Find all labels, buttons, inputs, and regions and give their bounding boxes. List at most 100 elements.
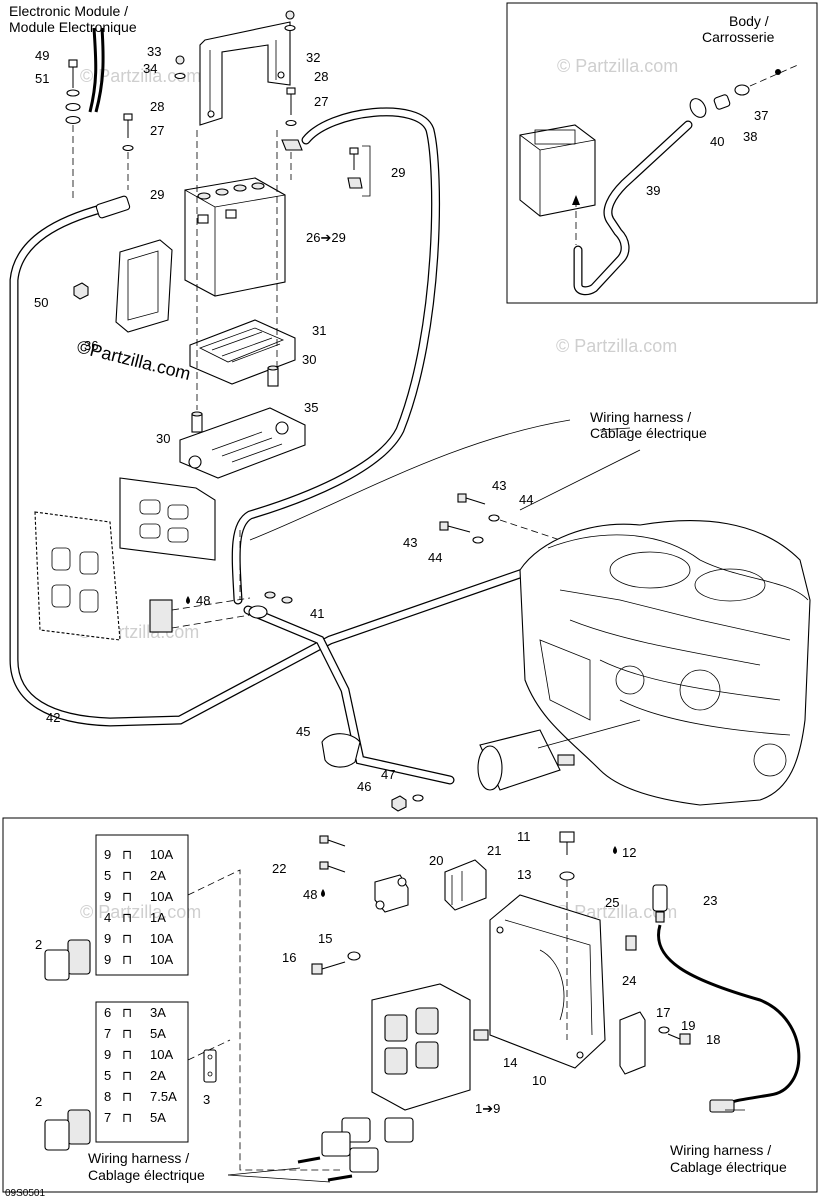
fuse-amperage: 7.5A: [150, 1089, 177, 1104]
fuse-number: 4: [104, 910, 111, 925]
callout: 28: [150, 99, 164, 114]
callout: 49: [35, 48, 49, 63]
callout: 42: [46, 710, 60, 725]
callout: 26➔29: [306, 230, 346, 245]
washer-47: [412, 794, 424, 802]
callout: 50: [34, 295, 48, 310]
callout: 23: [703, 893, 717, 908]
bolt-28-mid: [281, 87, 303, 151]
fuse-row: 6 ⊓ 3A: [104, 1005, 166, 1020]
label-wiring-harness-right: Wiring harness /: [670, 1142, 771, 1158]
ecm-bracket-10: [489, 894, 606, 1069]
callout: 13: [517, 867, 531, 882]
fuse-row: 7 ⊓ 5A: [104, 1026, 166, 1041]
callout: 36: [84, 338, 98, 353]
callout: 51: [35, 71, 49, 86]
drop-icon: [321, 889, 325, 897]
callout: 21: [487, 843, 501, 858]
fuse-list-bottom: 6 ⊓ 3A 7 ⊓ 5A 9 ⊓ 10A 5 ⊓ 2A 8 ⊓ 7.5A 7 …: [104, 1005, 177, 1125]
washer-19: [658, 1026, 670, 1034]
diagram-code: 09S0501: [5, 1188, 45, 1199]
callout: 30: [302, 352, 316, 367]
tag-14: [473, 1029, 489, 1041]
positive-cable-loop: [231, 107, 441, 605]
fuse-box-top: [95, 834, 189, 976]
nut-41: [281, 596, 293, 604]
dashed-guide: [187, 869, 340, 1171]
fuse-number: 9: [104, 952, 111, 967]
fuse-row: 5 ⊓ 2A: [104, 868, 166, 883]
callout: 31: [312, 323, 326, 338]
label-electronic-module: Electronic Module /: [9, 3, 128, 19]
callout: 2: [35, 937, 42, 952]
fuse-amperage: 2A: [150, 1068, 166, 1083]
callout: 10: [532, 1073, 546, 1088]
fuse-icon: ⊓: [122, 1026, 132, 1041]
fuse-amperage: 10A: [150, 889, 173, 904]
bolt-43-upper: [457, 493, 500, 522]
callout: 27: [150, 123, 164, 138]
callout: 48: [196, 593, 210, 608]
drop-icon: [186, 596, 190, 604]
fuse-holder-2-bottom: [44, 1109, 91, 1151]
ground-cable-42: [9, 195, 565, 727]
fuse-row: 9 ⊓ 10A: [104, 1047, 173, 1062]
harness-leader-top: [249, 419, 571, 541]
fuse-box-bottom: [95, 1001, 189, 1143]
sensor-23: [652, 884, 668, 923]
watermark: © Partzilla.com: [80, 66, 201, 86]
starter-motor: [477, 729, 575, 791]
relay-21: [444, 859, 487, 911]
callout: 24: [622, 973, 636, 988]
washer-15: [347, 951, 361, 961]
fuse-amperage: 2A: [150, 868, 166, 883]
fitting-37: [734, 84, 750, 96]
relay-17: [619, 1011, 646, 1075]
callout: 27: [314, 94, 328, 109]
fuse-amperage: 5A: [150, 1110, 166, 1125]
callout: 12: [622, 845, 636, 860]
callout: 47: [381, 767, 395, 782]
bolt-28-left: [122, 113, 134, 152]
callout: 43: [403, 535, 417, 550]
battery-pad-36: [115, 239, 173, 333]
sensor-20: [374, 874, 409, 913]
label-cablage-left: Cablage électrique: [88, 1167, 205, 1183]
callout: 14: [503, 1055, 517, 1070]
lower-section-frame: [2, 817, 818, 1193]
callout: 22: [272, 861, 286, 876]
callout: 33: [147, 44, 161, 59]
callout: 35: [304, 400, 318, 415]
watermark: © Partzilla.com: [556, 336, 677, 356]
label-body: Body /: [729, 13, 769, 29]
callout: 19: [681, 1018, 695, 1033]
fuse-list-top: 9 ⊓ 10A 5 ⊓ 2A 9 ⊓ 10A 4 ⊓ 1A 9 ⊓ 10A 9 …: [104, 847, 173, 967]
bolt-16: [311, 961, 346, 975]
fuse-number: 9: [104, 931, 111, 946]
part-24: [625, 935, 637, 951]
callout: 40: [710, 134, 724, 149]
harness-leader-top-2: [519, 449, 641, 511]
fuse-icon: ⊓: [122, 868, 132, 883]
fuse-number: 6: [104, 1005, 111, 1020]
callout: 39: [646, 183, 660, 198]
bolt-33: [174, 55, 186, 80]
fitting-38: [713, 94, 731, 110]
ring-terminal: [248, 605, 268, 619]
connector-block: [149, 599, 173, 633]
callout: 43: [492, 478, 506, 493]
bolt-29-group: [347, 145, 371, 197]
fuse-number: 5: [104, 1068, 111, 1083]
callout: 46: [357, 779, 371, 794]
callout: 28: [314, 69, 328, 84]
fuse-amperage: 1A: [150, 910, 166, 925]
callout: 34: [143, 61, 157, 76]
fuse-number: 7: [104, 1110, 111, 1125]
fuse-amperage: 5A: [150, 1026, 166, 1041]
fuse-row: 9 ⊓ 10A: [104, 952, 173, 967]
module-wires: [88, 27, 105, 113]
fastener-28-top: [284, 10, 296, 32]
callout: 44: [428, 550, 442, 565]
bolt-49: [65, 59, 81, 125]
fuse-number: 9: [104, 889, 111, 904]
